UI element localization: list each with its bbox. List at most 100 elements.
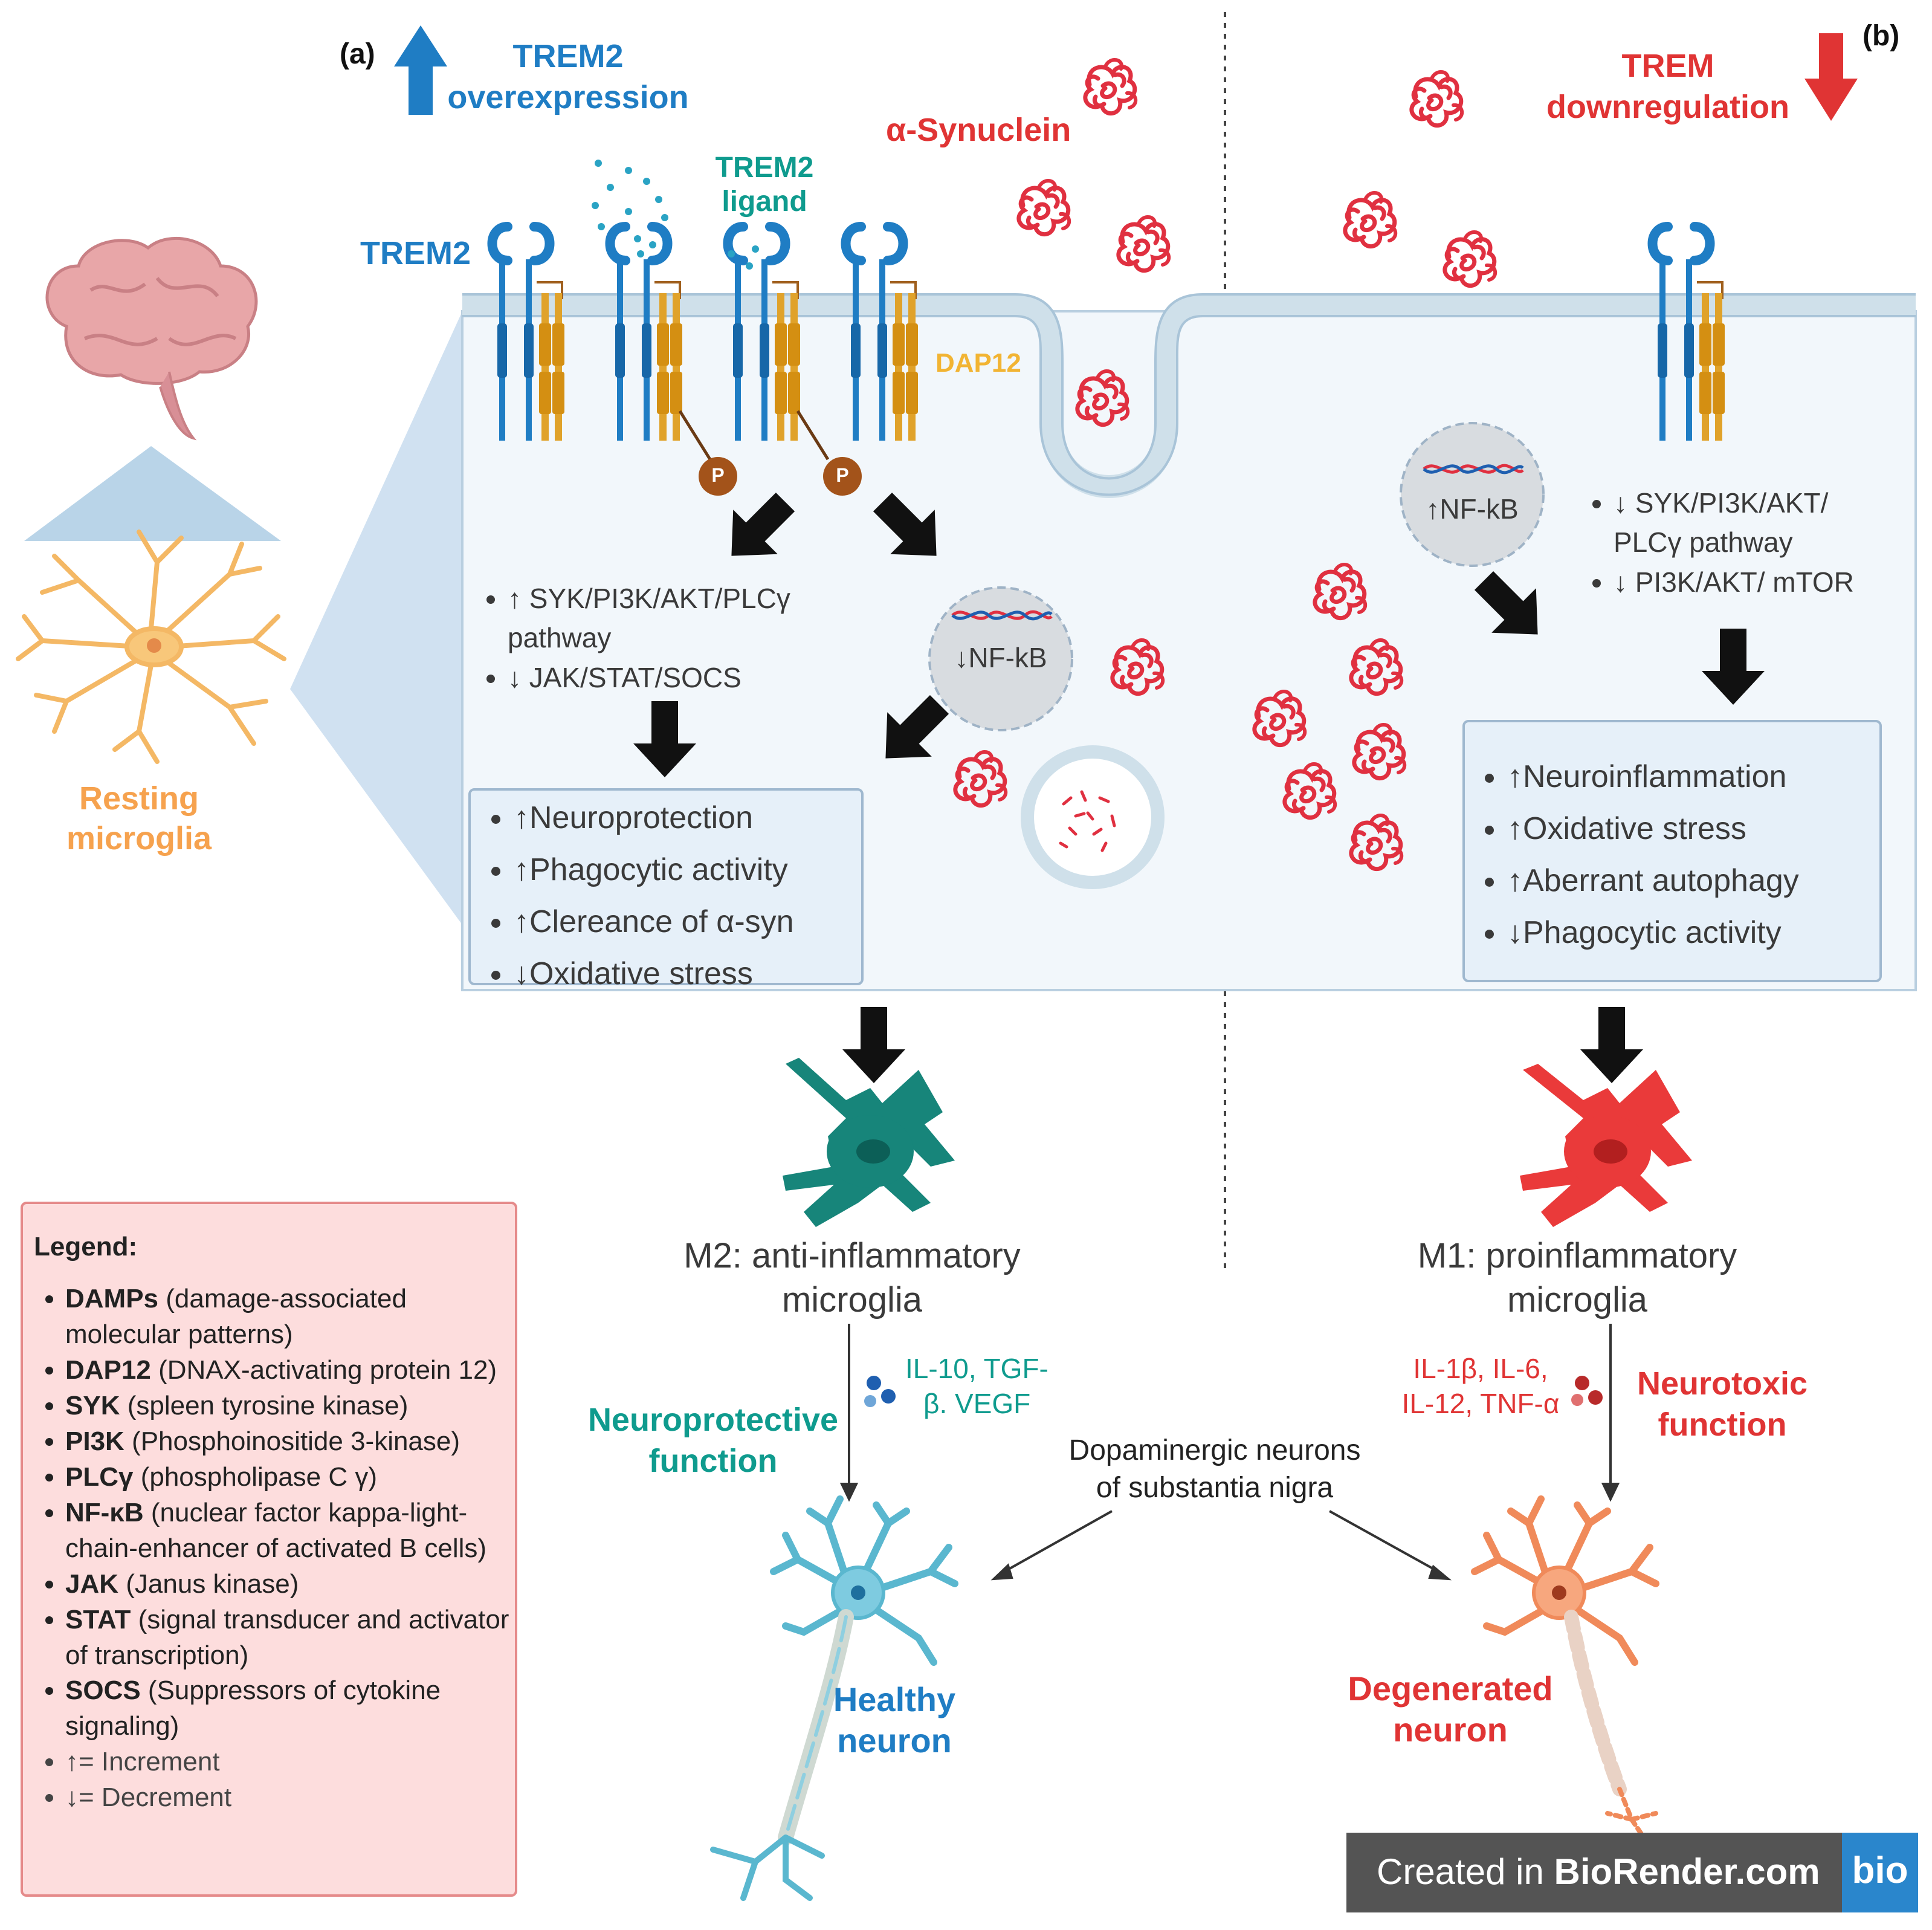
legend-increment: ↑= Increment [65,1744,525,1780]
neuroprotective-function-line1: Neuroprotective [587,1402,839,1438]
panel-a-outcome-list: ↑Neuroprotection ↑Phagocytic activity ↑C… [471,792,900,1000]
legend-item: SYK (spleen tyrosine kinase) [65,1388,525,1424]
zoom-cone-top [24,446,281,541]
legend-desc: (spleen tyrosine kinase) [120,1390,409,1420]
m1-cytokines-line1: IL-1β, IL-6, [1413,1353,1548,1384]
legend-desc: (nuclear factor kappa-light-chain-enhanc… [65,1497,487,1563]
trem2-receptor-3 [728,227,801,441]
legend-term: SOCS [65,1676,141,1706]
credit-text: Created in BioRender.com [1377,1851,1820,1893]
phospho-circle-1 [699,457,737,496]
legend-box: Legend: DAMPs (damage-associated molecul… [21,1202,517,1897]
dap12-label: DAP12 [935,348,1021,378]
trem2-label: TREM2 [360,235,471,271]
legend-item: SOCS (Suppressors of cytokine signaling) [65,1673,525,1744]
m1-label-line2: microglia [1507,1280,1648,1320]
resting-microglia-line1: Resting [79,780,199,817]
panel-a-label: (a) [340,38,375,70]
phospho-circle-2 [823,457,862,496]
legend-item: PI3K (Phosphoinositide 3-kinase) [65,1424,525,1460]
legend-item: DAMPs (damage-associated molecular patte… [65,1281,525,1353]
dopaminergic-label-line1: Dopaminergic neurons [1068,1434,1361,1466]
legend-term: SYK [65,1390,120,1420]
legend-term: DAMPs [65,1284,159,1313]
panel-a-pathway-item: ↓ JAK/STAT/SOCS [508,658,931,698]
up-arrow-icon [394,25,447,115]
trem2-receptor-b [1653,227,1725,441]
trem2-receptor-4 [846,227,919,441]
panel-a-outcome-item: ↓Oxidative stress [514,948,900,1000]
panel-b-outcome-item: ↑Aberrant autophagy [1507,855,1918,907]
legend-list: DAMPs (damage-associated molecular patte… [23,1281,525,1816]
degenerated-neuron-label-line2: neuron [1393,1711,1508,1749]
biorender-logo-icon: bio [1842,1833,1918,1912]
legend-item: NF-κB (nuclear factor kappa-light-chain-… [65,1495,525,1567]
trem2-receptor-1 [493,227,565,441]
legend-desc: (Janus kinase) [118,1569,299,1599]
panel-a-pathway-list: ↑ SYK/PI3K/AKT/PLCγ pathway ↓ JAK/STAT/S… [465,579,931,698]
m2-microglia-icon [783,1058,955,1227]
neurotoxic-function-line1: Neurotoxic [1636,1365,1808,1402]
legend-item: DAP12 (DNAX-activating protein 12) [65,1353,525,1388]
resting-microglia-icon [16,529,286,764]
pro-inflammatory-cytokine-dots [1571,1376,1603,1406]
panel-b-outcome-item: ↑Neuroinflammation [1507,751,1918,803]
healthy-neuron-label-line1: Healthy [833,1680,956,1718]
legend-term: STAT [65,1604,131,1634]
legend-desc: (phospholipase C γ) [133,1462,378,1492]
down-arrow-icon [1804,33,1858,121]
m1-label-line1: M1: proinflammatory [1417,1236,1737,1275]
healthy-neuron-label-line2: neuron [837,1721,952,1760]
legend-term: DAP12 [65,1355,151,1385]
legend-desc: (Suppressors of cytokine signaling) [65,1676,441,1741]
panel-a-pathway-item: ↑ SYK/PI3K/AKT/PLCγ pathway [508,579,858,658]
neuroprotective-function-line2: function [648,1443,778,1479]
panel-b-pathway-item: ↓ SYK/PI3K/AKT/ PLCγ pathway [1614,484,1879,563]
panel-b-header-line1: TREM [1621,48,1714,84]
legend-decrement: ↓= Decrement [65,1780,525,1816]
panel-b-outcome-item: ↑Oxidative stress [1507,803,1918,855]
ligand-label-line2: ligand [722,186,807,218]
legend-term: JAK [65,1569,119,1599]
panel-b-header-line2: downregulation [1546,89,1789,125]
dopaminergic-label-line2: of substantia nigra [1096,1472,1334,1504]
panel-a-header-line2: overexpression [447,79,689,115]
degenerated-neuron-label-line1: Degenerated [1348,1669,1553,1708]
panel-b-nfkb: ↑NF-kB [1426,493,1519,525]
legend-term: PI3K [65,1426,124,1456]
legend-desc: (Phosphoinositide 3-kinase) [124,1426,460,1456]
panel-a-outcome-item: ↑Phagocytic activity [514,844,900,896]
zoom-cone-side [290,311,462,925]
panel-a-header-line1: TREM2 [512,38,624,74]
legend-title: Legend: [34,1232,138,1261]
legend-item: JAK (Janus kinase) [65,1567,525,1602]
healthy-neuron-icon [710,1495,958,1901]
panel-b-pathway-item: ↓ PI3K/AKT/ mTOR [1614,563,1855,602]
m1-microglia-icon [1520,1064,1692,1227]
ligand-label-line1: TREM2 [715,152,814,184]
synuclein-label: α-Synuclein [886,112,1071,148]
neurotoxic-function-line2: function [1658,1407,1787,1443]
legend-term: PLCγ [65,1462,134,1492]
panel-a-outcome-item: ↑Clereance of α-syn [514,896,900,948]
m2-label-line1: M2: anti-inflammatory [683,1236,1021,1275]
legend-term: NF-κB [65,1497,144,1527]
resting-microglia-line2: microglia [66,820,212,857]
legend-item: PLCγ (phospholipase C γ) [65,1460,525,1495]
dna-icon-b [1423,464,1524,474]
credit-prefix: Created in [1377,1851,1554,1892]
panel-b-outcome-item: ↓Phagocytic activity [1507,907,1918,959]
dna-icon-a [951,610,1053,621]
biorender-credit[interactable]: Created in BioRender.com bio [1346,1833,1918,1912]
legend-desc: (damage-associated molecular patterns) [65,1284,407,1349]
legend-desc: (signal transducer and activator of tran… [65,1604,509,1670]
degenerated-neuron-icon [1471,1495,1659,1840]
m1-cytokines-line2: IL-12, TNF-α [1401,1388,1560,1419]
m2-label-line2: microglia [781,1280,923,1320]
panel-b-outcome-list: ↑Neuroinflammation ↑Oxidative stress ↑Ab… [1465,751,1918,959]
trem2-receptor-2 [610,227,683,441]
panel-a-outcome-item: ↑Neuroprotection [514,792,900,844]
panel-a-nfkb: ↓NF-kB [954,642,1047,673]
